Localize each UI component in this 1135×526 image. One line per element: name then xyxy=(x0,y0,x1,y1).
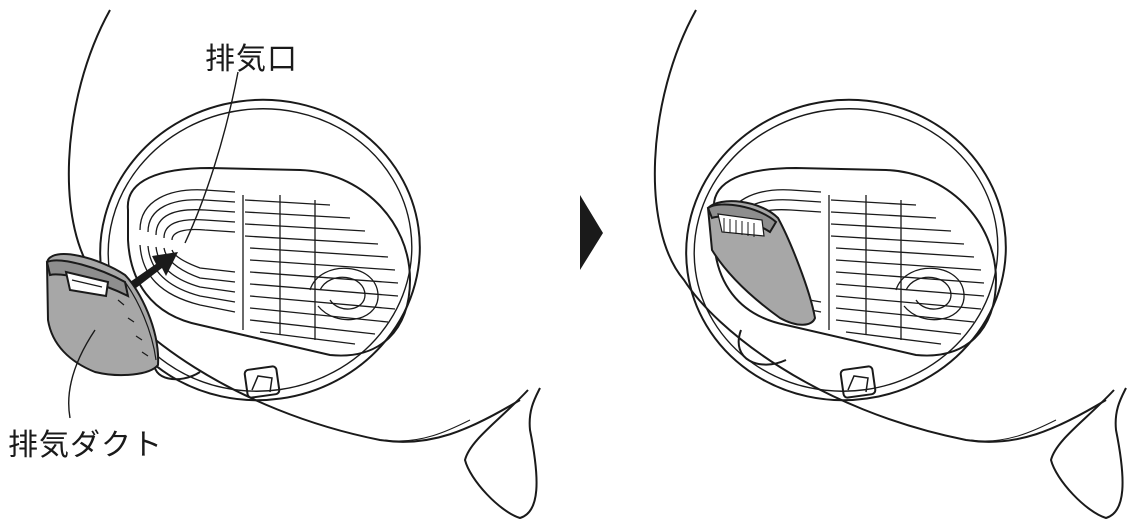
unit-leg-right xyxy=(1051,388,1126,518)
vent-left-pattern xyxy=(140,190,235,312)
unit-foot-rear xyxy=(739,330,786,365)
unit-leg-right xyxy=(465,388,540,518)
exhaust-duct-part xyxy=(47,254,158,375)
exhaust-duct-label: 排気ダクト xyxy=(8,420,163,464)
vent-right-pattern xyxy=(243,195,398,344)
handle-recess xyxy=(244,366,280,398)
leader-exhaust-port xyxy=(185,72,238,243)
exhaust-duct-attached xyxy=(708,201,815,325)
insert-arrow-icon xyxy=(130,252,178,288)
play-triangle-icon xyxy=(580,195,603,270)
handle-recess xyxy=(840,366,876,398)
vent-right-pattern xyxy=(829,195,984,344)
exhaust-port-label: 排気口 xyxy=(205,34,298,78)
